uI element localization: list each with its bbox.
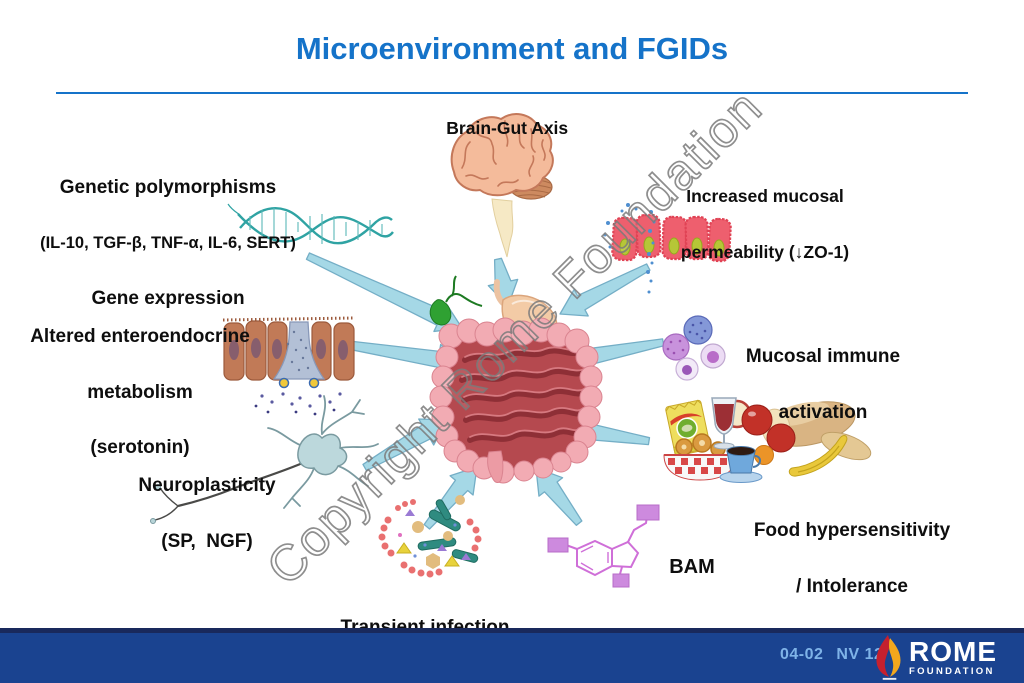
slide-code-ref: NV 12 [836,646,884,663]
slide-code-number: 04-02 [780,646,824,663]
label-bam: BAM [669,556,715,578]
banana [788,434,848,477]
microbes-illustration [378,495,482,578]
page-title: Microenvironment and FGIDs [295,31,729,66]
enteroendocrine-illustration [222,316,356,416]
apple [766,423,796,453]
immune-cells-illustration [662,315,726,381]
enteroendocrine-cell [272,321,326,380]
label-increased-mucosal-permeability: Increased mucosal permeability (↓ZO-1) [680,186,850,262]
label-altered-enteroendocrine: Altered enteroendocrine metabolism (sero… [30,326,250,458]
food-illustration [663,397,872,483]
neuron-illustration [150,395,379,524]
brainstem [491,198,514,258]
rome-flame-icon [876,635,901,680]
cerebrum [450,113,554,197]
dna-helix-illustration [227,203,394,245]
brand-name: ROME [909,636,997,667]
footer-navy-strip [0,628,1024,633]
coffee-cup [719,446,763,483]
gallbladder [429,275,483,326]
epithelial-cells-illustration [603,203,732,294]
bam-molecule-illustration [547,504,660,588]
label-food-hypersensitivity: Food hypersensitivity / Intolerance [753,520,951,597]
gut-illustration [429,275,603,484]
brand-subtitle: FOUNDATION [909,666,995,677]
serotonin-granules [254,392,342,416]
esophagus [493,279,506,306]
brain-illustration [450,113,554,258]
label-mucosal-immune-activation: Mucosal immune activation [745,346,901,423]
slide-code: 04-02 NV 12 [780,646,896,664]
rectum [487,450,504,483]
cocci-chains [378,499,482,578]
wine-glass [711,397,737,450]
arrow-permeability-to-gut [559,263,651,317]
title-divider [56,92,968,94]
neuron-soma [297,433,348,476]
label-genetic-polymorphisms: Genetic polymorphisms (IL-10, TGF-β, TNF… [40,177,296,309]
permeability-molecules [603,203,656,294]
colon [429,317,603,484]
label-brain-gut-axis: Brain-Gut Axis [446,118,569,138]
pretzel-basket [663,433,737,481]
footer-bar [0,633,1024,683]
rome-foundation-logo: ROME FOUNDATION [873,634,997,680]
label-neuroplasticity: Neuroplasticity (SP, NGF) [138,475,276,552]
